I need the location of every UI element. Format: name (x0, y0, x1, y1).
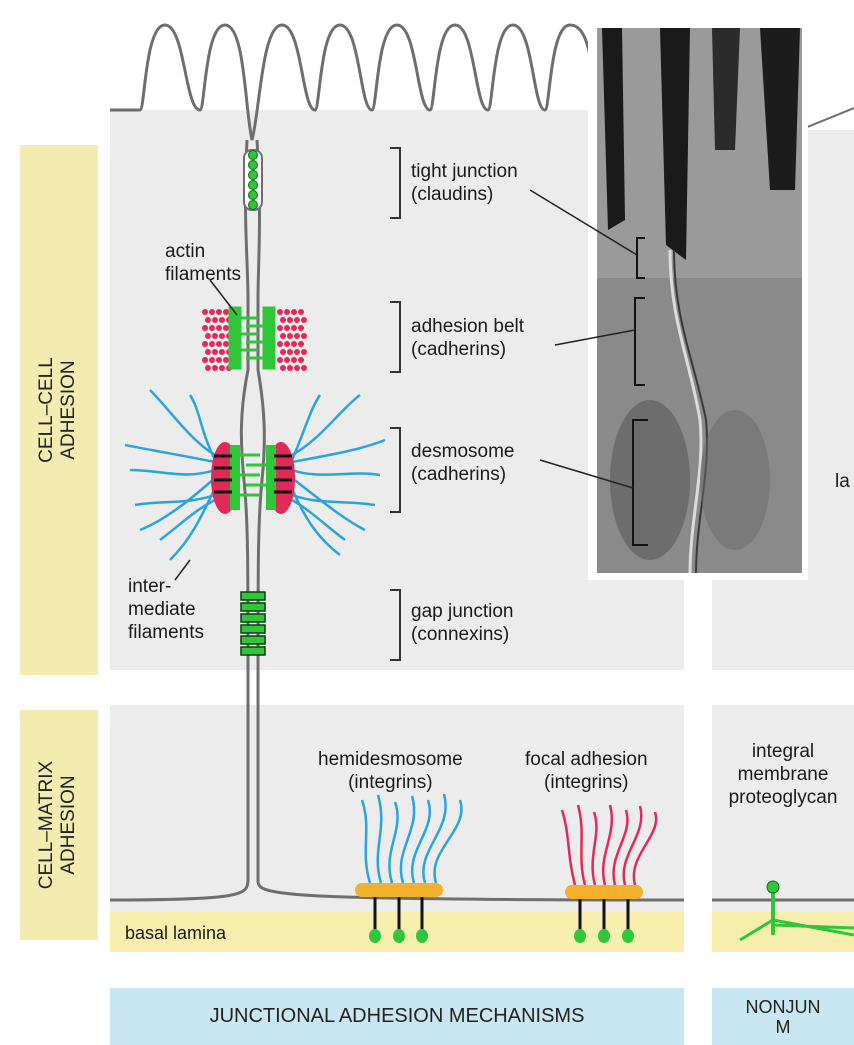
actin-dot (209, 341, 215, 347)
actin-dot (212, 349, 218, 355)
actin-dot (205, 349, 211, 355)
actin-dot (291, 325, 297, 331)
actin-dot (298, 309, 304, 315)
actin-dot (284, 309, 290, 315)
actin-dot (202, 309, 208, 315)
actin-dot (209, 309, 215, 315)
integrin-head (416, 929, 428, 943)
actin-dot (294, 365, 300, 371)
adhesion-belt-label: adhesion belt (cadherins) (411, 315, 524, 361)
hemidesmosome-label: hemidesmosome (integrins) (318, 748, 463, 794)
actin-dot (216, 325, 222, 331)
integrin-head (622, 929, 634, 943)
actin-dot (219, 365, 225, 371)
actin-dot (298, 357, 304, 363)
actin-dot (294, 349, 300, 355)
actin-dot (205, 317, 211, 323)
actin-dot (291, 341, 297, 347)
actin-dot (280, 349, 286, 355)
tight-junction-protein (249, 201, 258, 210)
actin-dot (216, 341, 222, 347)
actin-dot (223, 341, 229, 347)
tight-junction-protein (249, 191, 258, 200)
actin-dot (219, 333, 225, 339)
desmosome-label: desmosome (cadherins) (411, 440, 515, 486)
actin-dot (287, 365, 293, 371)
connexon (241, 625, 265, 633)
actin-dot (216, 357, 222, 363)
connexon (241, 636, 265, 644)
actin-dot (205, 333, 211, 339)
integrin-head (598, 929, 610, 943)
electron-micrograph-inset (588, 20, 808, 580)
proteoglycan-label: integral membrane proteoglycan (712, 740, 854, 809)
actin-dot (223, 309, 229, 315)
actin-dot (205, 365, 211, 371)
connexon (241, 603, 265, 611)
actin-dot (212, 365, 218, 371)
actin-dot (219, 317, 225, 323)
actin-dot (301, 365, 307, 371)
tight-junction-protein (249, 171, 258, 180)
actin-dot (284, 341, 290, 347)
junctional-footer-label: JUNCTIONAL ADHESION MECHANISMS (110, 988, 684, 1045)
actin-dot (301, 317, 307, 323)
actin-dot (294, 333, 300, 339)
focal-adhesion-plaque (565, 885, 643, 899)
actin-filaments-label: actin filaments (165, 240, 241, 286)
actin-dot (298, 325, 304, 331)
actin-dot (209, 357, 215, 363)
partial-right-label: la (835, 470, 850, 493)
actin-dot (301, 349, 307, 355)
actin-dot (223, 357, 229, 363)
actin-dot (212, 317, 218, 323)
actin-dot (301, 333, 307, 339)
hemidesmosome-plaque (355, 883, 443, 897)
actin-dot (216, 309, 222, 315)
tight-junction-protein (249, 181, 258, 190)
integrin-head (393, 929, 405, 943)
actin-dot (202, 341, 208, 347)
right-panel-bottom (712, 705, 854, 915)
tight-junction-mark (244, 150, 262, 210)
connexon (241, 592, 265, 600)
actin-dot (287, 333, 293, 339)
actin-dot (277, 357, 283, 363)
actin-dot (287, 317, 293, 323)
focal-adhesion-label: focal adhesion (integrins) (525, 748, 648, 794)
gap-junction-label: gap junction (connexins) (411, 600, 513, 646)
right-cell-apical (800, 108, 854, 130)
actin-dot (277, 341, 283, 347)
actin-dot (202, 325, 208, 331)
actin-dot (219, 349, 225, 355)
nonjunctional-footer-label: NONJUN M (712, 988, 854, 1045)
intermediate-filaments-label: inter- mediate filaments (128, 575, 204, 644)
actin-dot (277, 325, 283, 331)
actin-dot (280, 333, 286, 339)
connexon (241, 647, 265, 655)
actin-dot (223, 325, 229, 331)
tight-junction-protein (249, 161, 258, 170)
tight-junction-protein (249, 151, 258, 160)
actin-dot (284, 357, 290, 363)
actin-dot (294, 317, 300, 323)
actin-dot (277, 309, 283, 315)
actin-dot (291, 357, 297, 363)
actin-dot (212, 333, 218, 339)
integrin-head (369, 929, 381, 943)
integrin-head (574, 929, 586, 943)
tight-junction-label: tight junction (claudins) (411, 160, 518, 206)
actin-dot (202, 357, 208, 363)
actin-dot (284, 325, 290, 331)
actin-dot (287, 349, 293, 355)
actin-dot (291, 309, 297, 315)
connexon (241, 614, 265, 622)
actin-dot (280, 365, 286, 371)
actin-dot (209, 325, 215, 331)
actin-dot (280, 317, 286, 323)
basal-lamina-label: basal lamina (125, 922, 226, 945)
actin-dot (298, 341, 304, 347)
